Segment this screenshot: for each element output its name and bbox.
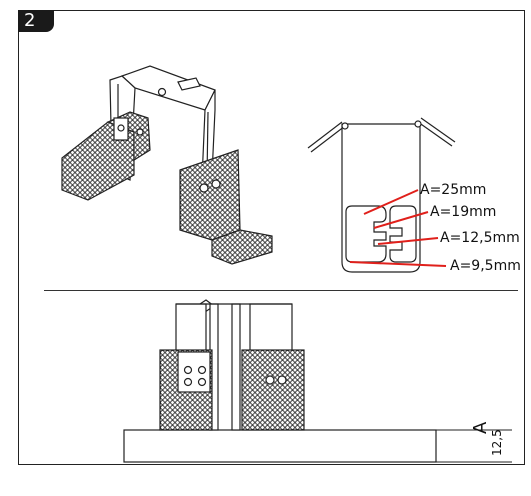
- step-number: 2: [24, 10, 36, 31]
- dimension-lines: [436, 429, 512, 463]
- step-tab: [18, 10, 54, 32]
- dimension-value: 12,5: [490, 429, 504, 456]
- figure-frame: [18, 10, 525, 465]
- gauge-leaders: [349, 189, 447, 267]
- label-a-19mm: A=19mm: [430, 204, 497, 220]
- leader-25mm: [363, 189, 419, 215]
- leader-9-5mm: [349, 261, 447, 267]
- bracket-isometric: [61, 65, 273, 265]
- leader-19mm: [373, 211, 429, 229]
- label-a-9-5mm: A=9,5mm: [450, 258, 521, 274]
- bracket-front-view: [123, 299, 437, 463]
- gauge-plate: [307, 117, 456, 273]
- section-divider: [44, 290, 518, 291]
- dimension-letter: A: [470, 421, 491, 434]
- leader-12-5mm: [377, 237, 439, 245]
- label-a-12-5mm: A=12,5mm: [440, 230, 520, 246]
- label-a-25mm: A=25mm: [420, 182, 487, 198]
